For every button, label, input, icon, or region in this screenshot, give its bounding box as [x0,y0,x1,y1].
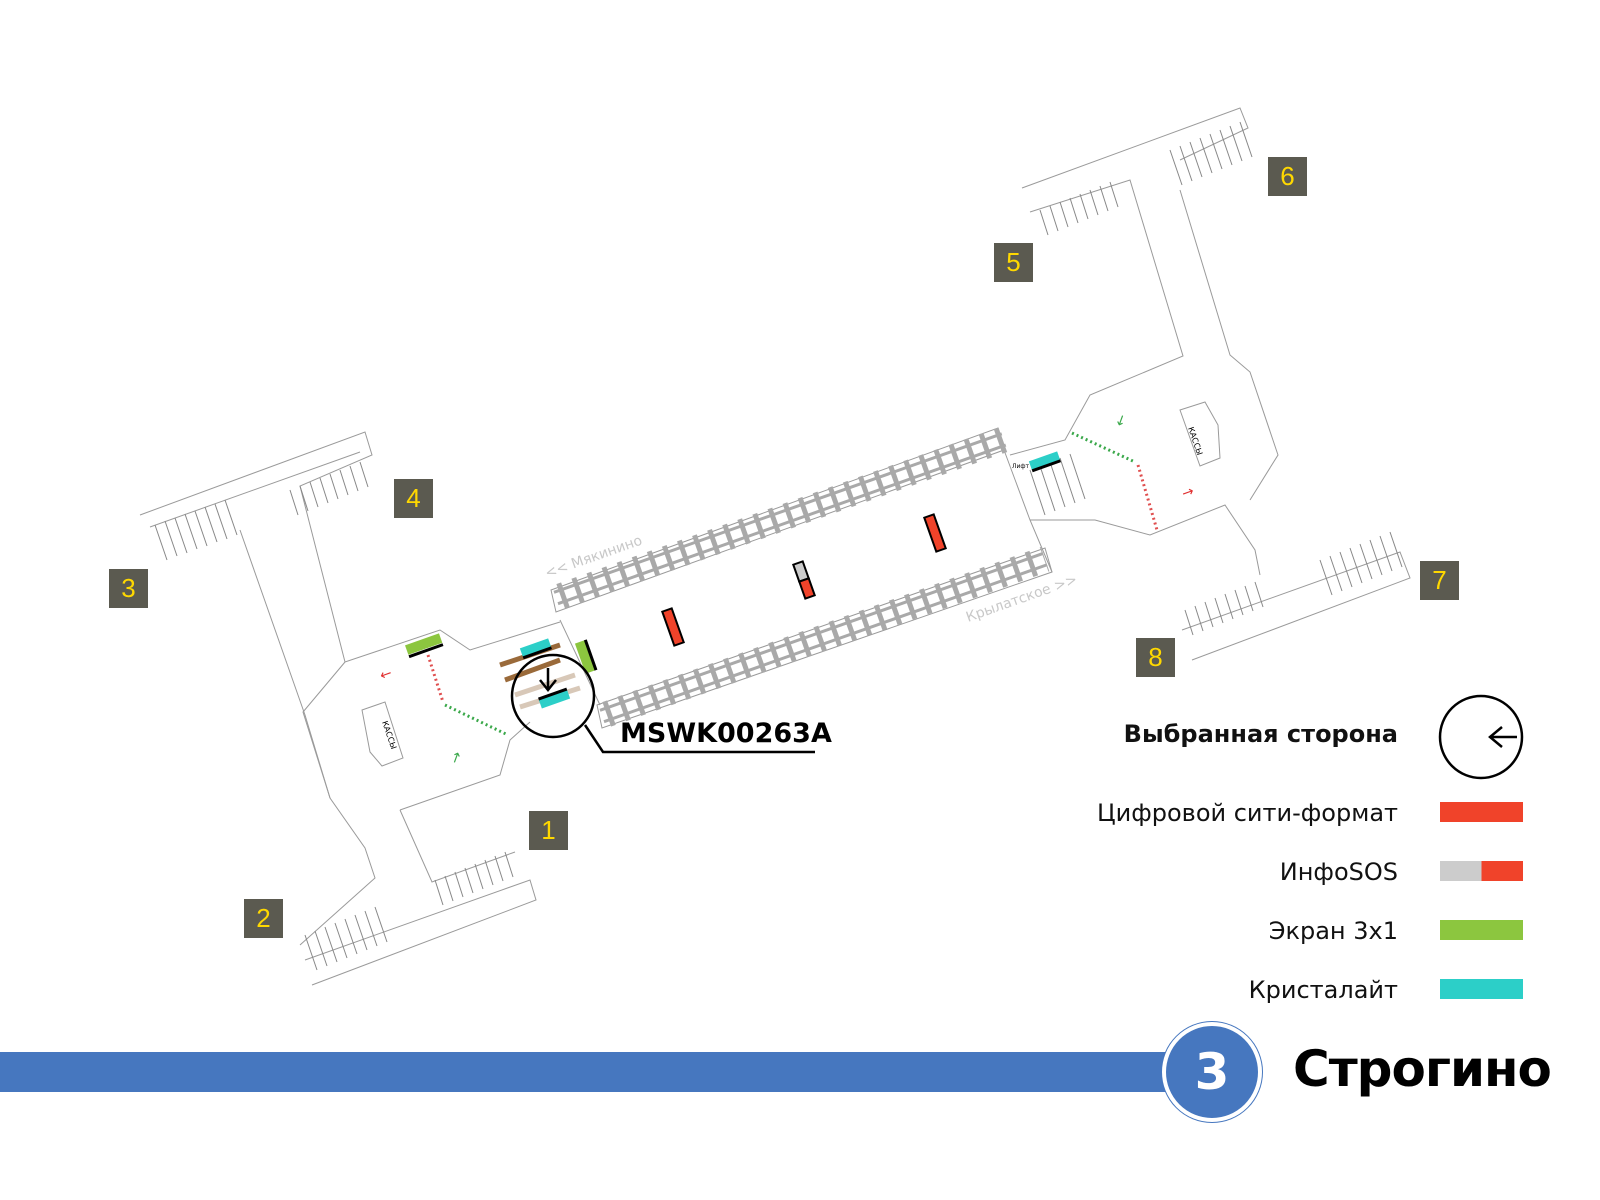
legend-label-city-format: Цифровой сити-формат [1097,799,1398,827]
exit-6: 6 [1268,157,1307,196]
right-hall-outline [1021,107,1249,189]
line-number-badge: 3 [1162,1022,1262,1122]
legend-label-infosos: ИнфоSOS [1279,858,1398,886]
legend-label-screen: Экран 3x1 [1268,917,1398,945]
exit-1: 1 [529,811,568,850]
track-lower [597,546,1050,729]
marker-crystalight-selected[interactable] [538,687,571,709]
stairs [154,121,1403,971]
legend-label-crystalight: Кристалайт [1248,976,1398,1004]
arrow-red-icon: → [1180,483,1197,502]
arrow-green-icon: → [447,749,466,766]
exit-3: 3 [109,569,148,608]
marker-city-format[interactable] [661,607,685,647]
exit-8: 8 [1136,638,1175,677]
arrow-green-icon: → [1111,412,1130,429]
legend-swatch-infosos [1440,861,1523,881]
exit-7: 7 [1420,561,1459,600]
exit-5: 5 [994,243,1033,282]
selected-marker-code: MSWK00263A [620,718,832,749]
kiosk-label-right: КАССЫ [1186,426,1204,457]
track-upper [551,427,1009,611]
arrow-red-icon: ← [378,665,394,684]
legend-swatch-screen [1440,920,1523,940]
marker-crystalight[interactable] [519,638,552,660]
station-name: Строгино [1293,1040,1552,1098]
kiosk-right [1179,401,1221,467]
marker-crystalight[interactable] [1028,451,1061,473]
marker-infosos[interactable] [792,560,816,600]
left-hall-outline [139,431,561,663]
metro-line-band [0,1052,1170,1092]
legend-swatch-city-format [1440,802,1523,822]
exit-4: 4 [394,479,433,518]
legend-swatch-crystalight [1440,979,1523,999]
exit-2: 2 [244,899,283,938]
kiosk-left [361,701,404,767]
marker-screen-3x1[interactable] [574,639,598,674]
lift-label: Лифт [1012,463,1030,470]
selection-circle [510,653,815,754]
legend-selected-side: Выбранная сторона [1123,720,1398,748]
marker-screen-3x1[interactable] [405,633,444,659]
selected-side-icon [1438,694,1524,780]
marker-city-format[interactable] [923,513,947,553]
